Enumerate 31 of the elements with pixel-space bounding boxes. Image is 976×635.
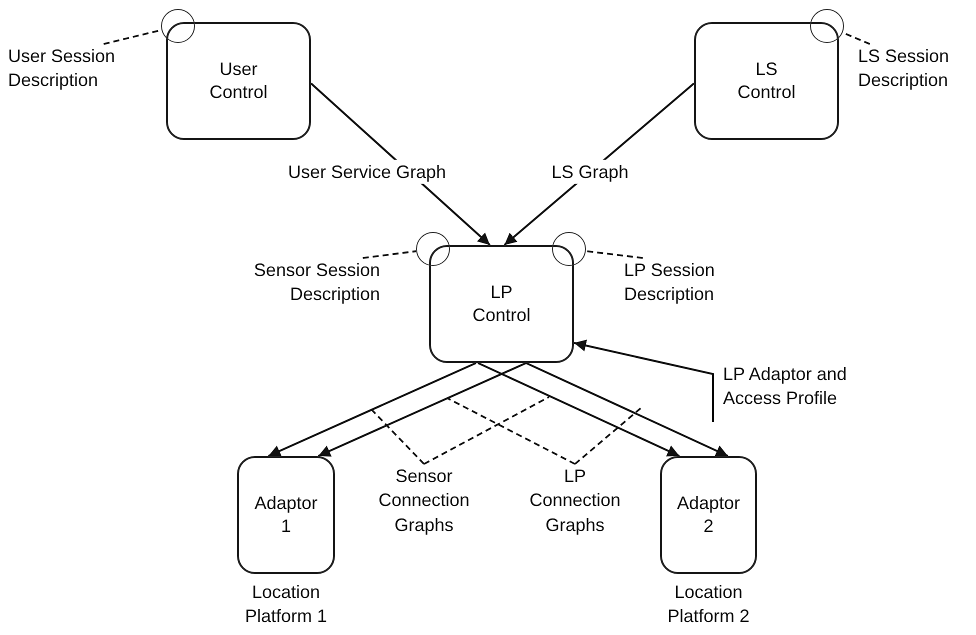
box-title: Adaptor 2	[676, 492, 742, 538]
session-circle	[552, 232, 586, 266]
session-label: LS Session Description	[858, 44, 976, 96]
arrow	[478, 362, 680, 457]
leader-line	[424, 396, 550, 465]
box-title: LP Control	[472, 280, 532, 327]
arrow	[574, 340, 714, 422]
box-title: LS Control	[736, 58, 797, 104]
session-label: Sensor Session Description	[208, 258, 380, 310]
control-box	[429, 245, 574, 363]
leader-line	[586, 250, 643, 259]
arrow	[268, 362, 476, 457]
leader-line	[446, 397, 576, 465]
session-circle	[810, 9, 844, 43]
control-box	[166, 22, 311, 140]
session-label: LP Session Description	[624, 258, 749, 310]
platform-caption: Location Platform 2	[666, 581, 751, 628]
arrow	[318, 362, 526, 457]
session-circle	[416, 232, 450, 266]
session-label: User Session Description	[8, 44, 153, 96]
platform-caption: Location Platform 1	[244, 581, 328, 628]
box-title: User Control	[208, 58, 269, 104]
graphs-label: LP Connection Graphs	[510, 464, 640, 542]
leader-line	[574, 407, 642, 465]
box-title: Adaptor 1	[253, 492, 319, 538]
session-circle	[161, 9, 195, 43]
control-box	[694, 22, 839, 140]
graphs-label: Sensor Connection Graphs	[354, 464, 494, 542]
leader-line	[369, 407, 425, 465]
leader-line	[362, 250, 416, 259]
arrow	[526, 362, 728, 457]
